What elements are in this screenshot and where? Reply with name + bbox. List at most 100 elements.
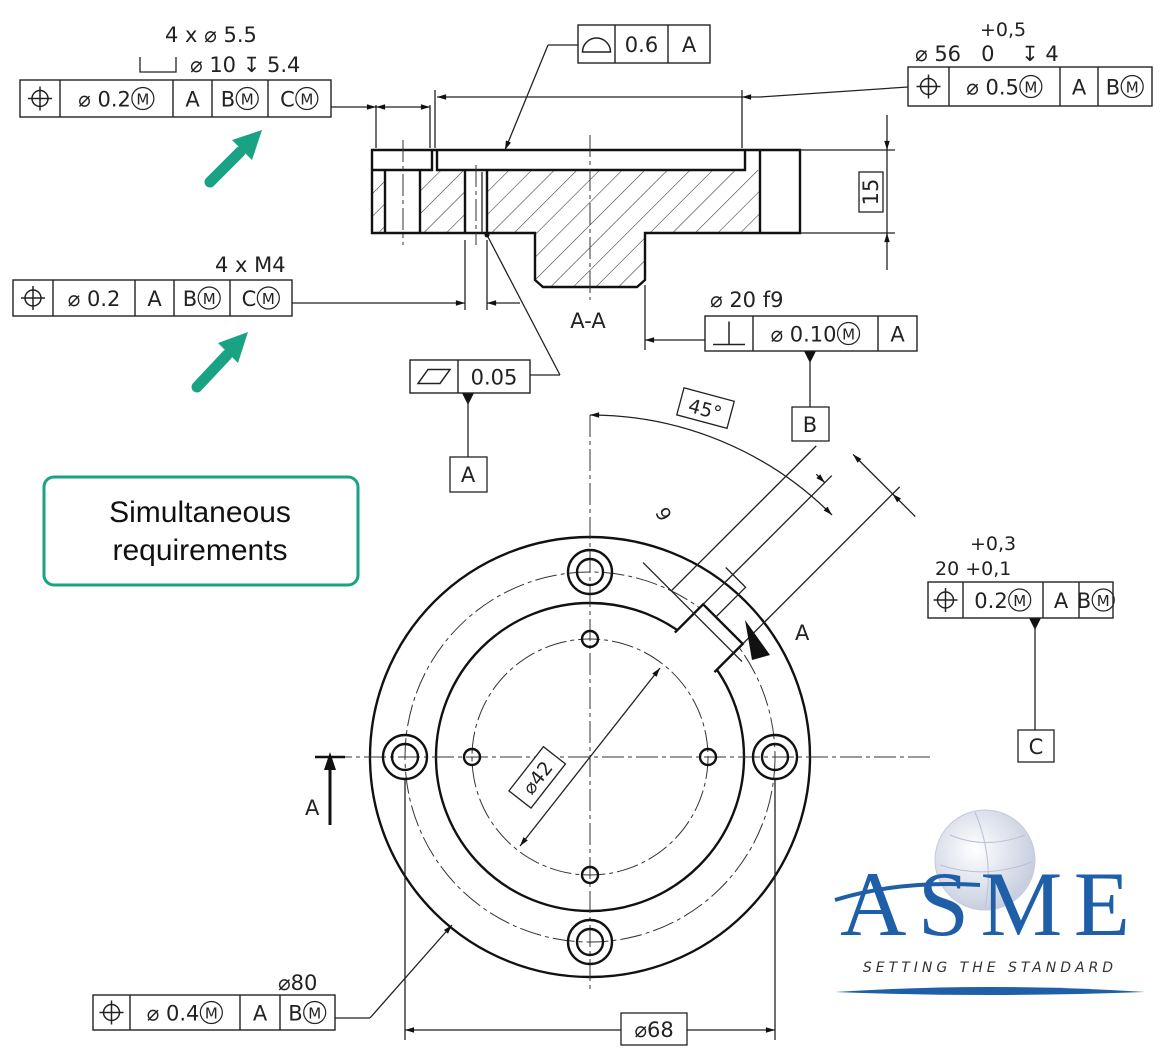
fcf-cell-text: A — [1072, 76, 1087, 100]
mmc-modifier-text: M — [842, 326, 855, 344]
mmc-modifier-icon — [295, 86, 319, 111]
position-icon — [916, 74, 941, 99]
flatness-icon — [416, 368, 452, 385]
mmc-modifier-text: M — [262, 290, 275, 308]
profile-surface-icon — [581, 37, 612, 53]
mmc-modifier-icon — [1091, 588, 1115, 612]
fcf-cell: A — [890, 323, 905, 347]
fcf-cell-text: ⌀ 0.2 — [78, 88, 131, 112]
mmc-modifier-text: M — [300, 91, 313, 109]
mmc-modifier-icon — [197, 286, 221, 310]
position-icon — [28, 86, 52, 111]
mmc-modifier-text: M — [203, 290, 216, 308]
callout-line-2: requirements — [112, 534, 287, 567]
position-icon — [21, 286, 45, 310]
fcf-cell-text: A — [253, 1002, 268, 1026]
height-dim-text: 15 — [859, 179, 883, 206]
fcf-cell-text: ⌀ 0.5 — [966, 76, 1019, 100]
mmc-modifier-icon — [1008, 588, 1032, 612]
section-arrow-label: A — [305, 796, 320, 820]
asme-logo: ASME SETTING THE STANDARD — [834, 809, 1145, 995]
fcf-cell: 0.05 — [471, 366, 518, 390]
fcf-cell: A — [1054, 589, 1069, 613]
fcf-cell-text: B — [183, 287, 197, 311]
slot-spec: 20 +0,1 — [935, 558, 1011, 580]
mmc-modifier-text: M — [136, 91, 149, 109]
counterbore-spec-note: ⌀ 10 ↧ 5.4 — [190, 53, 300, 77]
datum-a-label: A — [461, 463, 476, 487]
mmc-modifier-icon — [1120, 74, 1144, 99]
threaded-holes — [462, 629, 718, 885]
mmc-modifier-icon — [836, 321, 861, 346]
bolt-dia-dim-text: ⌀68 — [634, 1018, 673, 1042]
mmc-modifier-icon — [235, 86, 259, 111]
fcf-cell-text: A — [185, 88, 200, 112]
thread-holes-note: 4 x M4 — [215, 253, 286, 277]
simultaneous-requirements-callout: Simultaneous requirements — [42, 475, 360, 587]
section-view: 15 A-A — [292, 44, 909, 376]
datum-a: A — [449, 393, 488, 493]
height-dimension: 15 — [858, 171, 884, 213]
fcf-cell: ⌀ 0.2 M — [78, 86, 155, 112]
position-icon — [933, 588, 958, 612]
mmc-modifier-text: M — [1097, 592, 1110, 610]
angle-dimension: 45° — [675, 387, 736, 430]
mmc-modifier-text: M — [1013, 592, 1026, 610]
mmc-modifier-text: M — [205, 1005, 218, 1023]
fcf-cell-text: ⌀ 0.10 — [770, 323, 836, 347]
counterbore-holes-note: 4 x ⌀ 5.5 — [165, 23, 257, 47]
counterbore-icon — [139, 57, 177, 73]
perpendicularity-icon — [713, 321, 745, 346]
fcf-cell-text: ⌀ 0.2 — [68, 287, 121, 311]
fcf-cell-text: C — [280, 88, 295, 112]
fcf-cell: ⌀ 0.10 M — [770, 321, 861, 347]
bolt-holes — [381, 548, 799, 966]
logo-tagline: SETTING THE STANDARD — [863, 960, 1117, 976]
slot-width-dim-text: 9 — [650, 504, 675, 525]
fcf-perp: ⌀ 0.10 M A — [704, 315, 918, 352]
section-label: A-A — [570, 309, 606, 333]
logo-wordmark: ASME — [840, 853, 1130, 955]
fcf-cell-text: A — [147, 287, 162, 311]
fcf-cell-text: C — [242, 287, 257, 311]
fcf-cell-text: B — [1106, 76, 1120, 100]
datum-b-label: B — [803, 413, 817, 437]
fcf-cell-text: B — [1077, 589, 1091, 613]
fcf-cell: A — [147, 287, 162, 311]
pocket-tol-upper: +0,5 — [980, 19, 1026, 41]
mmc-modifier-icon — [303, 1000, 327, 1025]
position-icon — [99, 1000, 124, 1025]
fcf-cell: 0.2 M — [974, 588, 1032, 613]
datum-b: B — [791, 351, 830, 442]
fcf-cell: 0.6 — [625, 33, 658, 57]
slot-arrow-label: A — [795, 621, 810, 645]
mmc-modifier-icon — [131, 86, 155, 111]
fcf-cell-text: A — [1054, 589, 1069, 613]
fcf-cell-text: 0.2 — [974, 589, 1007, 613]
slot — [642, 445, 916, 673]
fcf-cell-text: 0.05 — [471, 366, 518, 390]
fcf-cell: ⌀ 0.2 — [68, 287, 121, 311]
datum-c: C — [1017, 618, 1055, 763]
mmc-modifier-icon — [256, 286, 280, 310]
green-arrow-icon — [191, 332, 248, 393]
fcf-flatness: 0.05 — [409, 359, 531, 394]
fcf-cell: A — [185, 88, 200, 112]
pocket-spec: ⌀ 56 0 ↧ 4 — [915, 42, 1059, 66]
